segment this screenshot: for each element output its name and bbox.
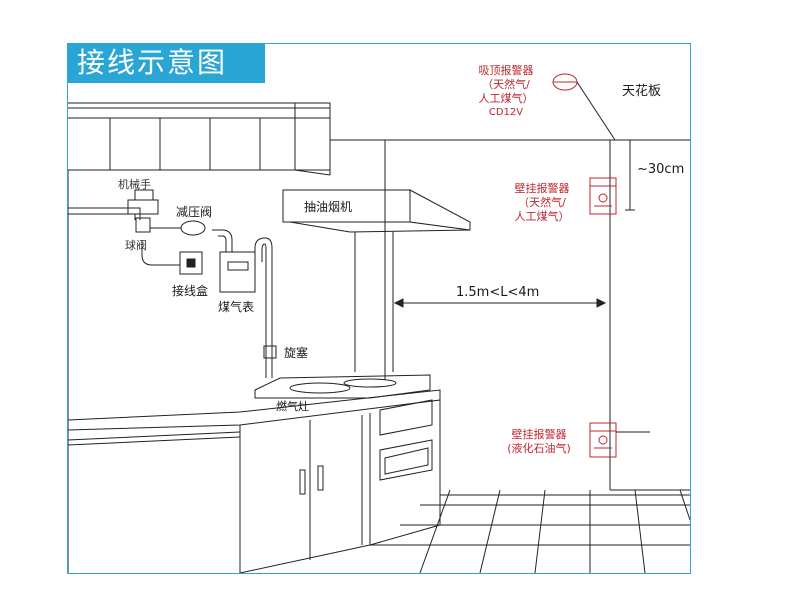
ball-valve-label: 球阀 — [125, 239, 147, 252]
room-walls — [330, 139, 690, 491]
ceiling-alarm-label: 吸顶报警器 （天然气/ 人工煤气） CD12V — [458, 64, 554, 120]
page-title: 接线示意图 — [67, 43, 265, 83]
gas-meter-shape — [219, 251, 256, 293]
dimension-30cm — [616, 139, 650, 433]
gas-stove-label: 燃气灶 — [276, 400, 309, 413]
wall-alarm-upper-label: 壁挂报警器 （天然气/ 人工煤气） — [498, 182, 586, 224]
pressure-valve-label: 减压阀 — [176, 205, 213, 219]
ceiling-alarm-line-4: CD12V — [488, 107, 524, 118]
floor-tiles — [370, 489, 691, 574]
ceiling-alarm-line-1: 吸顶报警器 — [478, 64, 534, 77]
ceiling-alarm-icon — [552, 73, 616, 141]
wall-alarm-upper-line-3: 人工煤气） — [514, 210, 570, 223]
plug-valve-label: 旋塞 — [284, 346, 309, 360]
wall-alarm-lower-line-2: (液化石油气) — [507, 442, 571, 455]
wall-alarm-upper-icon — [589, 177, 617, 215]
distance-L-label: 1.5m<L<4m — [456, 285, 540, 300]
range-hood-label: 抽油烟机 — [304, 200, 353, 214]
valve-assembly — [127, 189, 206, 236]
dimension-L — [392, 295, 607, 310]
junction-box-shape — [179, 251, 203, 275]
gas-pipes — [68, 207, 273, 378]
manipulator-label: 机械手 — [118, 178, 151, 191]
ceiling-alarm-line-3: 人工煤气） — [478, 92, 534, 105]
distance-30cm-label: ~30cm — [637, 162, 685, 177]
ceiling-label: 天花板 — [622, 84, 662, 99]
wall-alarm-lower-icon — [589, 422, 617, 458]
plug-valve-shape — [263, 345, 277, 359]
wall-alarm-lower-line-1: 壁挂报警器 — [511, 428, 567, 441]
wall-alarm-upper-line-2: （天然气/ — [518, 196, 566, 209]
counter-and-cabinets — [67, 389, 441, 574]
upper-cabinets — [68, 102, 331, 176]
gas-meter-label: 煤气表 — [218, 300, 255, 314]
gas-stove-shape — [254, 374, 431, 399]
wall-alarm-lower-label: 壁挂报警器 (液化石油气) — [494, 428, 584, 456]
ceiling-alarm-line-2: （天然气/ — [482, 78, 530, 91]
junction-box-label: 接线盒 — [172, 284, 209, 298]
diagram-frame — [67, 43, 691, 574]
wall-alarm-upper-line-1: 壁挂报警器 — [514, 182, 570, 195]
